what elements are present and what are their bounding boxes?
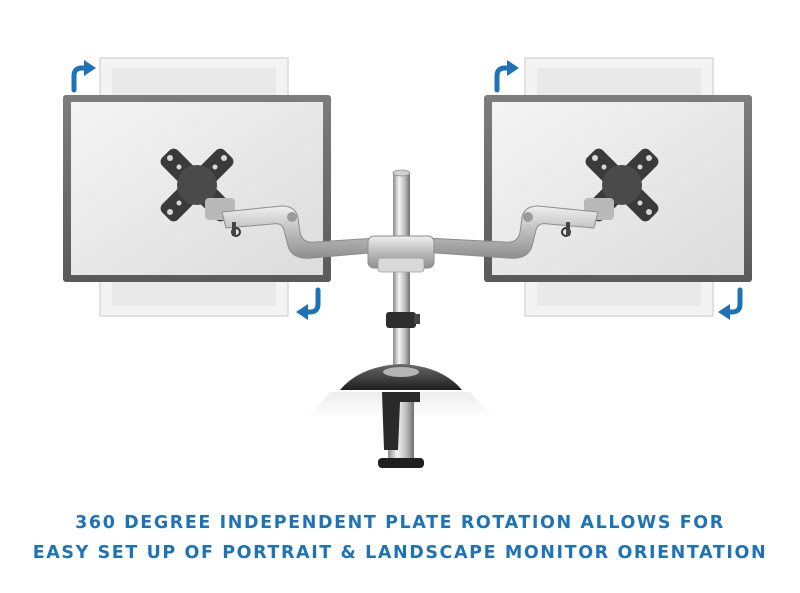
mount-base: [340, 364, 462, 390]
mount-pole: [367, 169, 435, 382]
dual-monitor-mount-illustration: [63, 57, 752, 468]
curved-rotation-arrow-icon: [718, 287, 743, 320]
desk-clamp: [378, 392, 424, 468]
left-arm: [221, 205, 381, 259]
curved-rotation-arrow-icon: [494, 60, 519, 93]
curved-rotation-arrow-icon: [296, 287, 321, 320]
right-arm: [421, 205, 599, 259]
left-monitor: [63, 95, 331, 282]
feature-caption: 360 DEGREE INDEPENDENT PLATE ROTATION AL…: [0, 508, 800, 568]
curved-rotation-arrow-icon: [71, 60, 96, 93]
right-vesa-plate: [584, 148, 659, 222]
caption-line-2: EASY SET UP OF PORTRAIT & LANDSCAPE MONI…: [32, 543, 768, 563]
caption-line-1: 360 DEGREE INDEPENDENT PLATE ROTATION AL…: [75, 513, 725, 533]
